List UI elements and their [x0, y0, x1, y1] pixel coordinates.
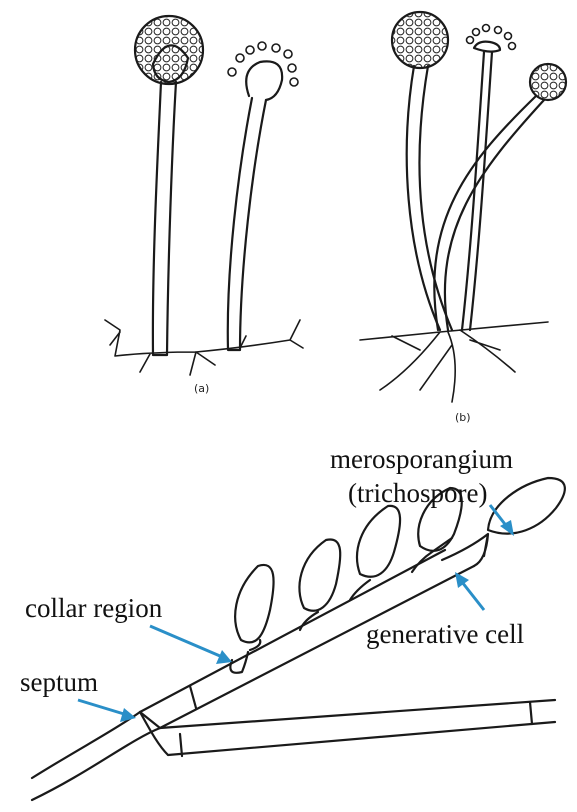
label-generative-cell: generative cell — [366, 619, 524, 649]
main-hypha — [32, 550, 474, 800]
stalk-b-center — [462, 52, 492, 330]
arrow-collar-region — [150, 626, 232, 664]
label-collar-region: collar region — [25, 593, 163, 623]
panel-a-label: (a) — [194, 382, 209, 395]
panel-b-label: (b) — [455, 411, 471, 424]
trichospore-1 — [230, 565, 273, 673]
stalk-b-right — [434, 96, 544, 330]
arrow-septum — [78, 700, 136, 722]
sporangium-b-right — [530, 64, 566, 100]
sporangium-b-left — [392, 12, 448, 68]
rhizoids-b — [360, 322, 548, 402]
sporangium-left — [135, 16, 203, 84]
sporangiophore-stalk-left — [153, 82, 176, 355]
label-merosporangium: merosporangium — [330, 444, 513, 474]
columella-b-center — [467, 25, 516, 52]
columella-right — [228, 42, 298, 100]
trichospore-3 — [350, 506, 400, 600]
septum-lines — [140, 686, 532, 756]
panel-b-drawing: (b) — [360, 12, 566, 424]
sporangiophore-stalk-right — [228, 98, 266, 350]
arrow-generative-cell — [455, 572, 484, 610]
stolon-hyphae-a — [105, 320, 303, 375]
label-trichospore: (trichospore) — [348, 478, 487, 508]
panel-a-drawing: (a) — [105, 16, 303, 395]
lower-hypha — [140, 700, 555, 755]
label-septum: septum — [20, 667, 98, 697]
